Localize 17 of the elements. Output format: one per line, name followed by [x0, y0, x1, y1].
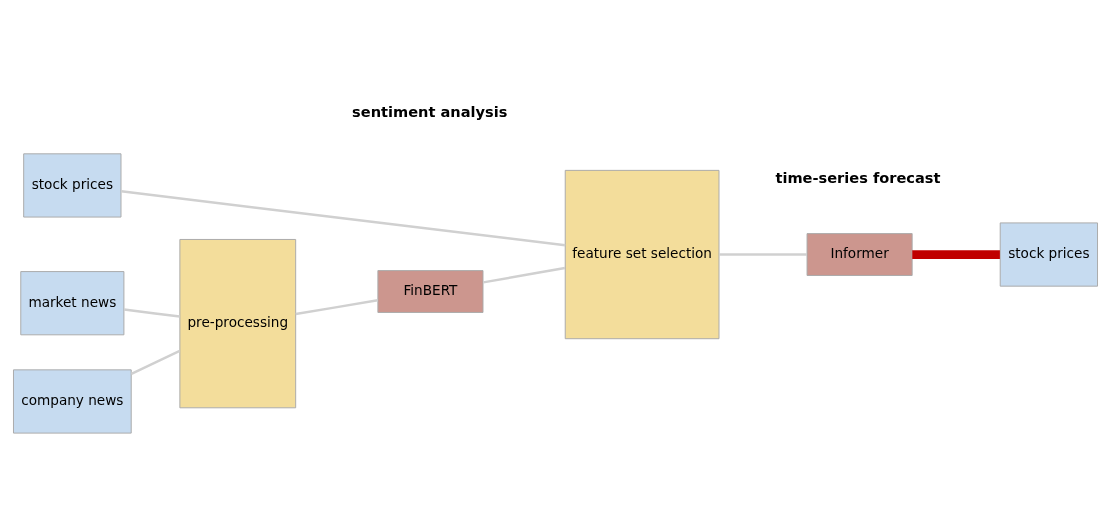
label: time-series forecast — [775, 169, 941, 187]
label: sentiment analysis — [352, 102, 508, 120]
connector — [121, 190, 566, 247]
connector — [719, 253, 807, 256]
node-box: company news — [13, 369, 132, 434]
node-box: Informer — [806, 233, 913, 276]
connector — [124, 308, 180, 318]
node-box: stock prices — [23, 153, 122, 218]
connector — [483, 266, 566, 284]
connector — [130, 349, 181, 375]
node-box: market news — [20, 271, 125, 336]
connector — [912, 250, 1000, 259]
connector — [295, 299, 378, 316]
node-box: feature set selection — [564, 169, 720, 340]
node-box: stock prices — [999, 222, 1098, 287]
node-box: FinBERT — [377, 270, 484, 313]
node-box: pre-processing — [179, 238, 297, 409]
